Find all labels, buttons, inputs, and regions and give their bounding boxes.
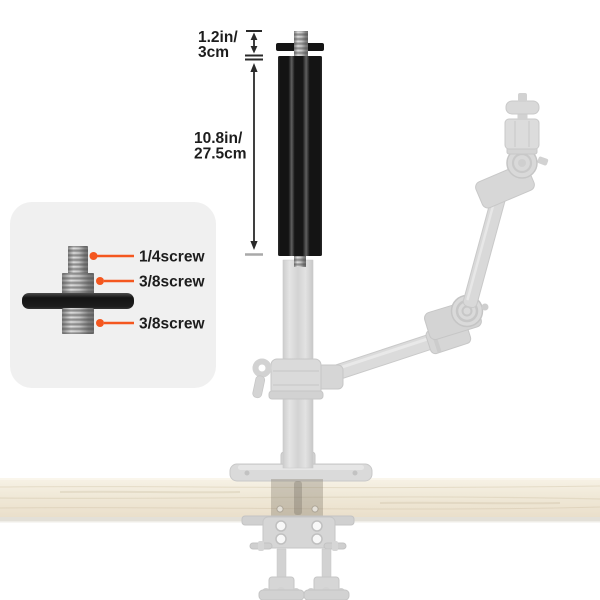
wing-screw-nub [332, 541, 338, 551]
dim-arrowhead-up [250, 32, 258, 40]
bracket-hole [311, 520, 323, 532]
dim-arrowhead-down [250, 241, 258, 250]
label-three-eighth-screw-bottom: 3/8screw [139, 316, 205, 333]
clamp-rod [276, 548, 287, 582]
ball-head-body [504, 118, 540, 150]
adapter-washer-disc [22, 293, 134, 309]
lower-three-eighth-thread-lines [62, 308, 94, 334]
dim-arrowhead-down [250, 46, 258, 54]
leader-dot [96, 277, 104, 285]
ball-head-knob-disc [505, 100, 540, 115]
lever-handle [252, 375, 266, 399]
clamp-lower-bracket [262, 516, 336, 549]
extension-pole [276, 31, 324, 267]
ball-head-neck [517, 112, 528, 120]
clamp-screw-dot [311, 505, 319, 513]
wing-screw-nub [258, 541, 264, 551]
clamp-rod [321, 548, 332, 582]
base-plate-screw [244, 470, 250, 476]
pole-top-screw-threads [294, 31, 308, 58]
dimension-label-pole-line1: 10.8in/ [194, 130, 243, 147]
callout-leaders [89, 252, 134, 327]
dim-arrowhead-up [250, 63, 258, 72]
wood-grain-line [0, 506, 600, 510]
wood-grain-line [0, 496, 600, 500]
screw-adapter-graphic [22, 246, 134, 334]
ball-head-lock-hub [518, 159, 526, 167]
bracket-hole [275, 520, 287, 532]
dimension-label-tip-line1: 1.2in/ [198, 29, 238, 46]
star-knob [303, 589, 350, 600]
leader-dot [96, 319, 104, 327]
ball-head-top-stub [518, 93, 527, 102]
quarter-screw-thread-lines [68, 246, 88, 275]
dimension-label-pole-line2: 27.5cm [194, 146, 247, 163]
label-quarter-screw: 1/4screw [139, 249, 205, 266]
ghost-arm-assembly [252, 93, 549, 469]
leader-dot [89, 252, 98, 260]
bracket-hole [275, 533, 287, 545]
adapter-callout: 1/4screw 3/8screw 3/8screw [10, 202, 216, 388]
ball-head-seams [514, 121, 530, 147]
ball-head-side-stub [537, 156, 549, 166]
clamp-screw-dot [276, 505, 284, 513]
lever-ring [252, 358, 272, 378]
pole-body [278, 56, 322, 256]
collar-seams [273, 370, 319, 386]
dimension-label-tip-line2: 3cm [198, 44, 229, 61]
elbow-screw [481, 303, 489, 311]
upper-three-eighth-thread-lines [62, 273, 94, 295]
star-knob [258, 589, 305, 600]
label-three-eighth-screw-top: 3/8screw [139, 274, 205, 291]
wood-grain-line [0, 485, 600, 489]
collar-flange [268, 390, 324, 400]
bracket-hole [311, 533, 323, 545]
desk-top [0, 478, 600, 517]
dimension-annotations: 1.2in/ 3cm 10.8in/ 27.5cm [194, 29, 263, 256]
base-plate-screw [352, 470, 358, 476]
clamp-slot [294, 481, 302, 515]
wood-grain-streak [59, 490, 561, 505]
